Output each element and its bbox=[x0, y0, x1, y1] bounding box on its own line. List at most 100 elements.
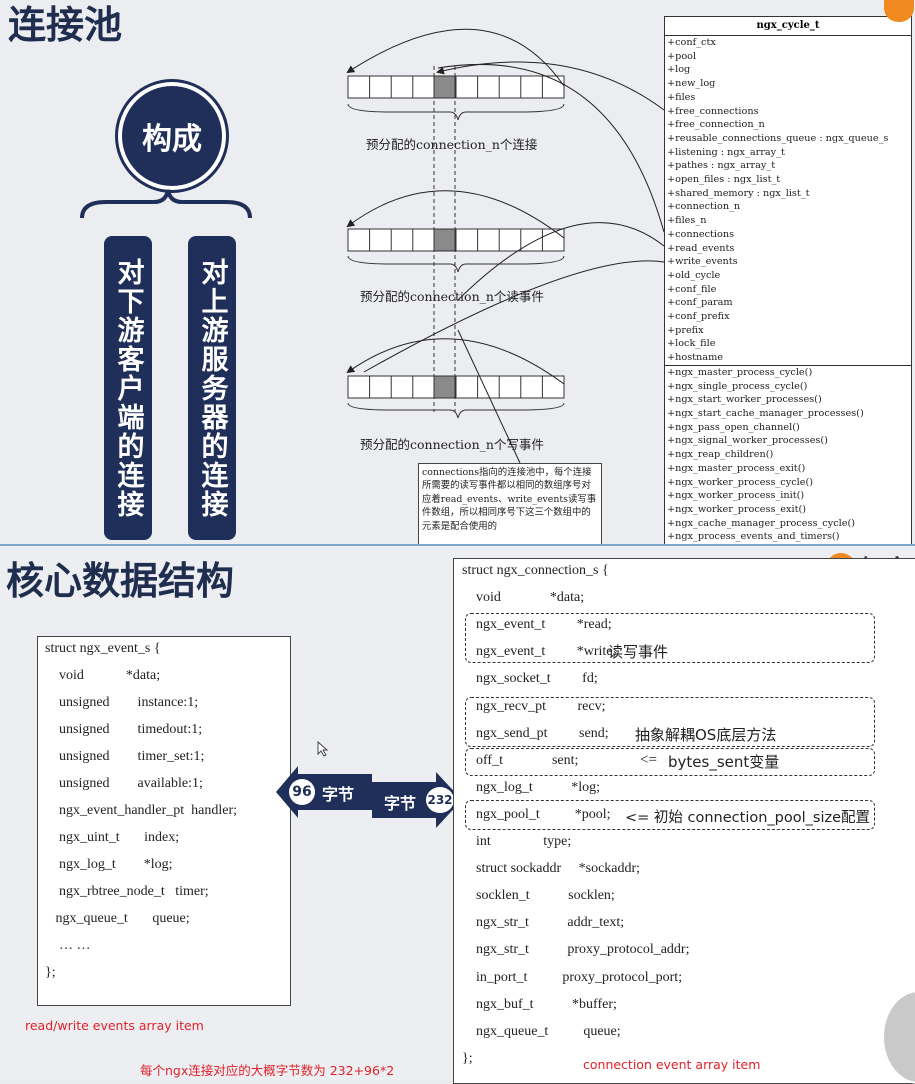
connection-size-arrow: 字节 232 bbox=[372, 772, 462, 828]
uml-field: +conf_ctx bbox=[667, 37, 716, 48]
composition-circle: 构成 bbox=[118, 82, 226, 190]
uml-methods: +ngx_master_process_cycle() +ngx_single_p… bbox=[665, 366, 911, 544]
uml-field: +free_connections bbox=[667, 105, 759, 117]
uml-fields: +conf_ctx +pool +log +new_log+files +free_co… bbox=[665, 36, 911, 365]
code-line: unsigned timedout:1; bbox=[45, 722, 203, 737]
uml-header: ngx_cycle_t bbox=[665, 17, 911, 36]
uml-field: +write_events bbox=[667, 256, 738, 268]
connections-note: connections指向的连接池中，每个连接所需要的读写事件都以相同的数组序号… bbox=[418, 463, 602, 545]
code-line: ngx_rbtree_node_t timer; bbox=[45, 884, 209, 899]
event-size-arrow: 96 字节 bbox=[276, 766, 372, 818]
uml-field: +conf_file bbox=[667, 283, 717, 295]
uml-method: +ngx_cache_manager_process_cycle() bbox=[667, 517, 856, 529]
code-line: ngx_recv_pt recv; bbox=[462, 698, 606, 714]
uml-field: +connections bbox=[667, 228, 735, 240]
caption-event-item: read/write events array item bbox=[25, 1018, 204, 1033]
uml-method: +ngx_start_cache_manager_processes() bbox=[667, 407, 864, 419]
uml-method: +ngx_worker_process_exit() bbox=[667, 503, 807, 515]
code-line: unsigned available:1; bbox=[45, 776, 203, 791]
code-line: ngx_log_t *log; bbox=[462, 779, 601, 795]
caption-read-events: 预分配的connection_n个读事件 bbox=[360, 289, 544, 304]
uml-field: +open_files : ngx_list_t bbox=[667, 174, 781, 186]
code-line: struct sockaddr *sockaddr; bbox=[462, 861, 641, 877]
caption-total: 每个ngx连接对应的大概字节数为 232+96*2 bbox=[140, 1063, 395, 1078]
pool-arrays-diagram bbox=[346, 28, 665, 464]
uml-field: +reusable_connections_queue : ngx_queue_… bbox=[667, 132, 889, 144]
caption-write-events: 预分配的connection_n个写事件 bbox=[360, 437, 544, 452]
uml-field: +new_log bbox=[667, 78, 716, 90]
event-size-number: 96 bbox=[289, 779, 315, 805]
uml-field: +shared_memory : ngx_list_t bbox=[667, 187, 810, 199]
anno-os: 抽象解耦OS底层方法 bbox=[635, 726, 777, 744]
os-group bbox=[465, 697, 875, 747]
event-size-unit: 字节 bbox=[322, 785, 355, 804]
event-struct-box: struct ngx_event_s { void *data; unsigne… bbox=[37, 636, 291, 1006]
code-line: ngx_send_pt send; bbox=[462, 725, 609, 741]
code-line: ngx_str_t addr_text; bbox=[462, 915, 625, 931]
caption-connections: 预分配的connection_n个连接 bbox=[366, 137, 538, 152]
code-line: ngx_pool_t *pool; bbox=[462, 806, 611, 822]
uml-method: +ngx_start_worker_processes() bbox=[667, 394, 822, 406]
uml-field: +lock_file bbox=[667, 338, 716, 350]
uml-field: +files bbox=[667, 91, 696, 103]
slide-title-2: 核心数据结构 bbox=[6, 559, 235, 603]
connection-struct-box: struct ngx_connection_s { void *data; ng… bbox=[453, 558, 915, 1084]
uml-method: +ngx_pass_open_channel() bbox=[667, 421, 800, 433]
code-line: }; bbox=[45, 965, 56, 980]
rw-group bbox=[465, 613, 875, 663]
uml-field: +conf_param bbox=[667, 297, 733, 309]
uml-field: +log bbox=[667, 64, 691, 76]
code-line: ngx_buf_t *buffer; bbox=[462, 996, 617, 1012]
uml-field: +pool bbox=[667, 50, 697, 62]
uml-field: +conf_prefix bbox=[667, 311, 730, 323]
code-line: struct ngx_event_s { bbox=[45, 641, 161, 656]
code-line: ngx_queue_t queue; bbox=[462, 1023, 621, 1039]
caption-conn-item: connection event array item bbox=[583, 1057, 761, 1072]
code-line: socklen_t socklen; bbox=[462, 888, 615, 904]
uml-method: +ngx_signal_worker_processes() bbox=[667, 435, 828, 447]
uml-field: +hostname bbox=[667, 352, 723, 364]
code-line: struct ngx_connection_s { bbox=[462, 563, 609, 578]
code-line: int type; bbox=[462, 834, 572, 849]
code-line: unsigned instance:1; bbox=[45, 695, 199, 710]
anno-pool: <= 初始 connection_pool_size配置 bbox=[625, 810, 870, 826]
ngx-cycle-uml: ngx_cycle_t +conf_ctx+pool+log+new_log+f… bbox=[664, 16, 912, 548]
uml-field: +pathes : ngx_array_t bbox=[667, 160, 776, 172]
upstream-connection-pill: 对上游服务器的连接 bbox=[188, 236, 236, 540]
uml-field: +free_connection_n bbox=[667, 119, 765, 131]
uml-method: +ngx_process_events_and_timers() bbox=[667, 531, 840, 543]
code-line: ngx_event_handler_pt handler; bbox=[45, 803, 238, 818]
code-line: off_t sent; bbox=[462, 752, 579, 768]
uml-method: +ngx_master_process_cycle() bbox=[667, 366, 813, 378]
anno-sent: bytes_sent变量 bbox=[668, 753, 780, 771]
code-line: ngx_uint_t index; bbox=[45, 830, 180, 845]
uml-method: +ngx_worker_process_cycle() bbox=[667, 476, 814, 488]
slide-core-structures: 核心数据结构 极客 struct ngx_event_s { void *dat… bbox=[0, 544, 915, 1084]
brace-icon bbox=[80, 189, 252, 219]
slide-connection-pool: 连接池 构成 对下游客户端的连接 对上游服务器的连接 bbox=[8, 0, 914, 548]
uml-method: +ngx_master_process_exit() bbox=[667, 462, 806, 474]
uml-field: +files_n bbox=[667, 215, 707, 227]
uml-method: +ngx_single_process_cycle() bbox=[667, 380, 808, 392]
uml-field: +listening : ngx_array_t bbox=[667, 146, 785, 158]
code-line: void *data; bbox=[462, 590, 585, 606]
slide-title: 连接池 bbox=[8, 3, 123, 47]
logo-icon bbox=[884, 0, 914, 22]
sent-group bbox=[465, 748, 875, 776]
code-line: … … bbox=[45, 938, 91, 953]
code-line: ngx_socket_t fd; bbox=[462, 671, 598, 687]
pool-group bbox=[465, 800, 875, 830]
uml-field: +read_events bbox=[667, 242, 735, 254]
uml-method: +ngx_reap_children() bbox=[667, 449, 774, 461]
code-line: ngx_str_t proxy_protocol_addr; bbox=[462, 942, 690, 958]
code-line: unsigned timer_set:1; bbox=[45, 749, 205, 764]
uml-field: +connection_n bbox=[667, 201, 741, 213]
connection-size-unit: 字节 bbox=[384, 794, 417, 813]
code-line: in_port_t proxy_protocol_port; bbox=[462, 969, 683, 985]
downstream-connection-pill: 对下游客户端的连接 bbox=[104, 236, 152, 540]
code-line: ngx_event_t *write; bbox=[462, 644, 617, 660]
code-line: ngx_log_t *log; bbox=[45, 857, 173, 872]
anno-rw: 读写事件 bbox=[608, 643, 669, 661]
connection-size-number: 232 bbox=[426, 787, 454, 813]
code-line: ngx_event_t *read; bbox=[462, 617, 612, 633]
